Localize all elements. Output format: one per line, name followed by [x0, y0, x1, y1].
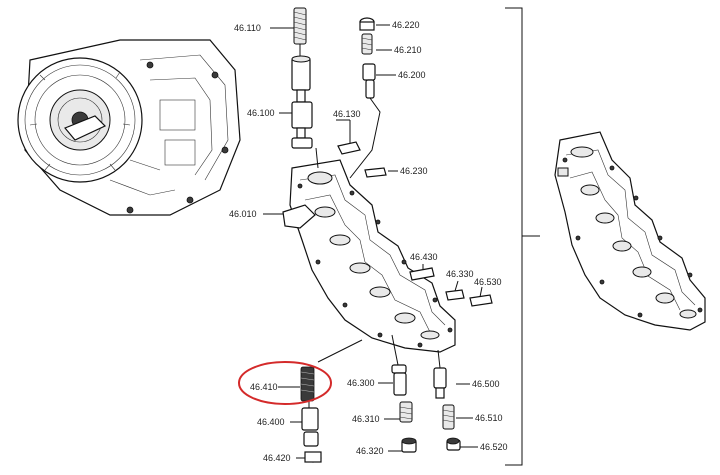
clip-46-230 [364, 167, 387, 178]
callout-46-310: 46.310 [352, 414, 380, 424]
callout-46-200: 46.200 [398, 70, 426, 80]
callout-46-400: 46.400 [257, 417, 285, 427]
callout-46-110: 46.110 [234, 23, 261, 33]
highlight-ellipse-46-410 [238, 361, 332, 405]
callout-46-230: 46.230 [400, 166, 428, 176]
callout-46-210: 46.210 [394, 45, 422, 55]
callout-46-130: 46.130 [333, 109, 361, 119]
callout-46-320: 46.320 [356, 446, 384, 456]
callout-46-420: 46.420 [263, 453, 291, 463]
clip-46-530 [469, 294, 493, 307]
clip-46-430 [409, 267, 435, 281]
callout-labels: 46.110 46.100 46.130 46.220 46.210 46.20… [229, 20, 508, 463]
spool-stack-46-200 [349, 17, 381, 179]
callout-46-410: 46.410 [250, 382, 278, 392]
callout-46-510: 46.510 [475, 413, 503, 423]
plate-46-130 [337, 120, 361, 155]
callout-46-330: 46.330 [446, 269, 474, 279]
callout-46-500: 46.500 [472, 379, 500, 389]
spool-stack-46-100 [291, 7, 319, 169]
callout-46-520: 46.520 [480, 442, 508, 452]
callout-46-010: 46.010 [229, 209, 257, 219]
spool-stack-46-300 [391, 334, 417, 453]
callout-46-100: 46.100 [247, 108, 275, 118]
callout-46-300: 46.300 [347, 378, 375, 388]
valve-body-46-010 [282, 159, 456, 353]
assembly-bracket [505, 7, 540, 466]
spool-stack-46-500 [433, 349, 461, 451]
spool-stack-46-400 [300, 339, 363, 463]
transmission-assembly-illustration [17, 39, 241, 216]
callout-46-530: 46.530 [474, 277, 502, 287]
callout-46-430: 46.430 [410, 252, 438, 262]
valve-body-assembled-view [554, 131, 706, 331]
clip-46-330 [445, 289, 465, 301]
callout-46-220: 46.220 [392, 20, 420, 30]
leader-lines [263, 24, 483, 459]
